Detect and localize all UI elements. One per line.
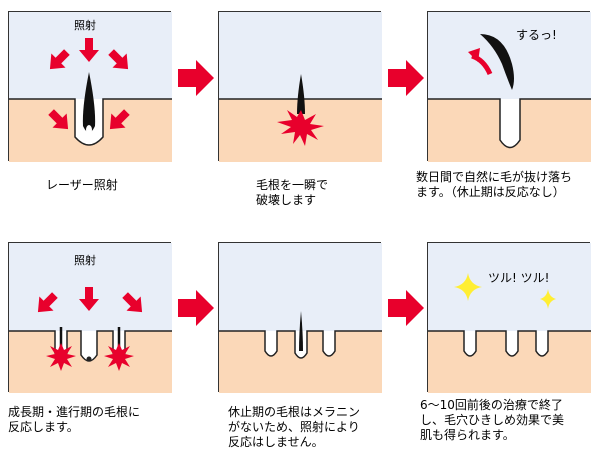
- resting-hair: [299, 311, 303, 351]
- panel-resting-phase: [218, 242, 382, 393]
- hair-strand: [297, 74, 305, 114]
- skin-outline: [9, 98, 172, 146]
- laser-arrows-icon: [48, 38, 130, 130]
- hair-strand: [82, 72, 96, 133]
- panel-root-destruction: [218, 11, 382, 162]
- smooth-label: ツル! ツル!: [488, 271, 550, 285]
- next-step-arrow-icon: [178, 60, 214, 96]
- caption-step-2: 毛根を一瞬で破壊します: [256, 178, 329, 207]
- panel-growth-phase-irradiation: 照射: [8, 242, 172, 393]
- next-step-arrow-icon: [388, 60, 424, 96]
- next-step-arrow-icon: [388, 290, 424, 326]
- caption-step-5: 休止期の毛根はメラニンがないため、照射により反応はしません。: [228, 405, 361, 449]
- caption-step-6: 6〜10回前後の治療で終了し、毛穴ひきしめ効果で美肌も得られます。: [420, 398, 565, 442]
- irradiation-label: 照射: [74, 254, 96, 267]
- sparkle-icon: [540, 289, 556, 309]
- destruction-burst-icon: [277, 110, 324, 146]
- sparkle-icon: [454, 273, 482, 301]
- caption-step-3: 数日間で自然に毛が抜け落ちます。（休止期は反応なし）: [416, 170, 573, 199]
- caption-step-1: レーザー照射: [46, 178, 118, 192]
- irradiation-label: 照射: [74, 19, 96, 32]
- caption-step-4: 成長期・進行期の毛根に反応します。: [8, 405, 141, 434]
- falling-hair: [480, 34, 514, 90]
- next-step-arrow-icon: [178, 290, 214, 326]
- panel-smooth-skin: ツル! ツル!: [427, 242, 591, 393]
- reaction-burst-icon: [104, 343, 134, 371]
- slip-out-label: するっ!: [516, 28, 557, 42]
- panel-laser-irradiation: 照射: [8, 11, 172, 162]
- reaction-burst-icon: [46, 343, 76, 371]
- laser-arrows-icon: [37, 287, 143, 313]
- panel-hair-falls-out: するっ!: [427, 11, 591, 162]
